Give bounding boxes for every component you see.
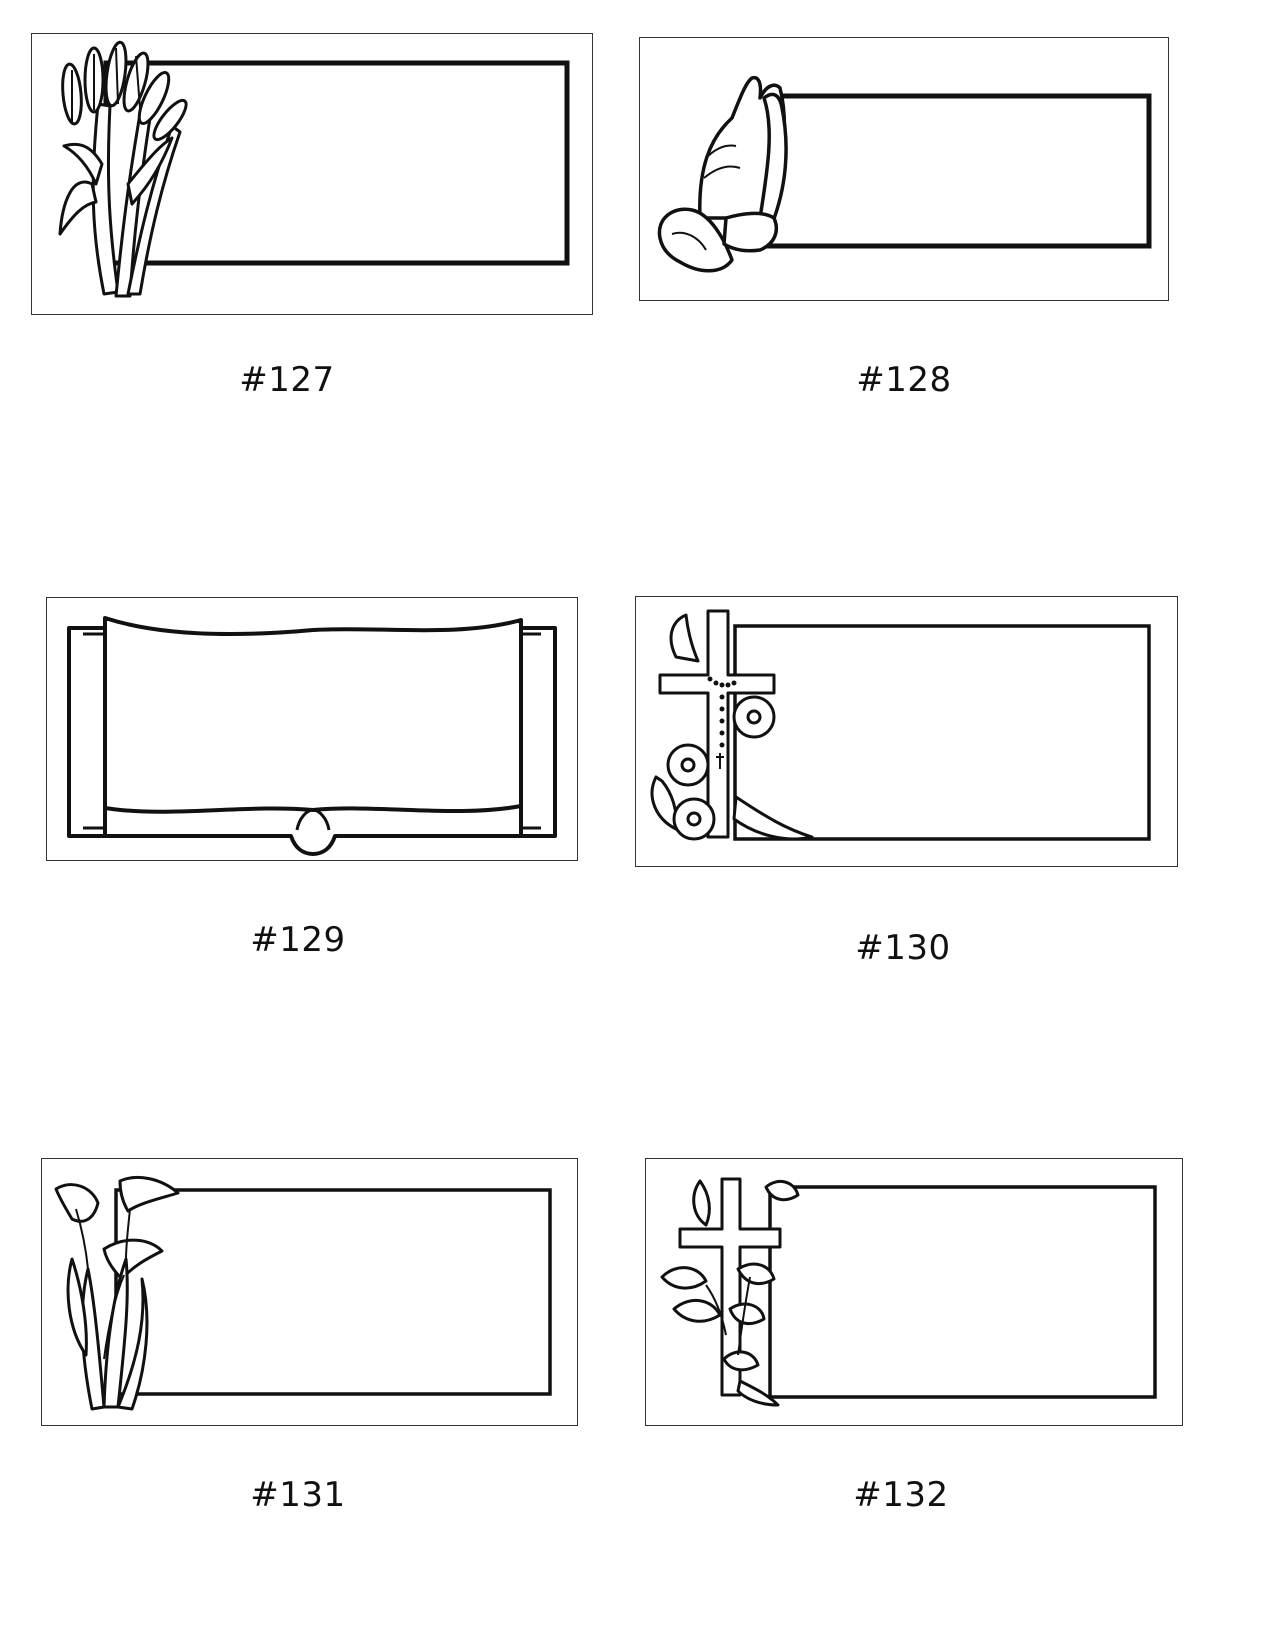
plate-127 [31, 33, 593, 315]
plate-129 [46, 597, 578, 861]
cross-rosary-flowers-icon [650, 609, 1151, 841]
praying-hands-icon [657, 75, 1152, 273]
plate-code: #129 [250, 920, 346, 960]
plate-128 [639, 37, 1169, 301]
plate-code: #130 [855, 928, 951, 968]
plate-code: #128 [856, 360, 952, 400]
plate-132 [645, 1158, 1183, 1426]
cross-ivy-icon [660, 1177, 1157, 1407]
open-book-icon [67, 616, 557, 856]
plate-code: #131 [250, 1475, 346, 1515]
plate-130 [635, 596, 1178, 867]
calla-lily-icon [54, 1175, 552, 1411]
plate-code: #132 [853, 1475, 949, 1515]
plate-code: #127 [239, 360, 335, 400]
plate-131 [41, 1158, 578, 1426]
wheat-icon [58, 40, 570, 298]
